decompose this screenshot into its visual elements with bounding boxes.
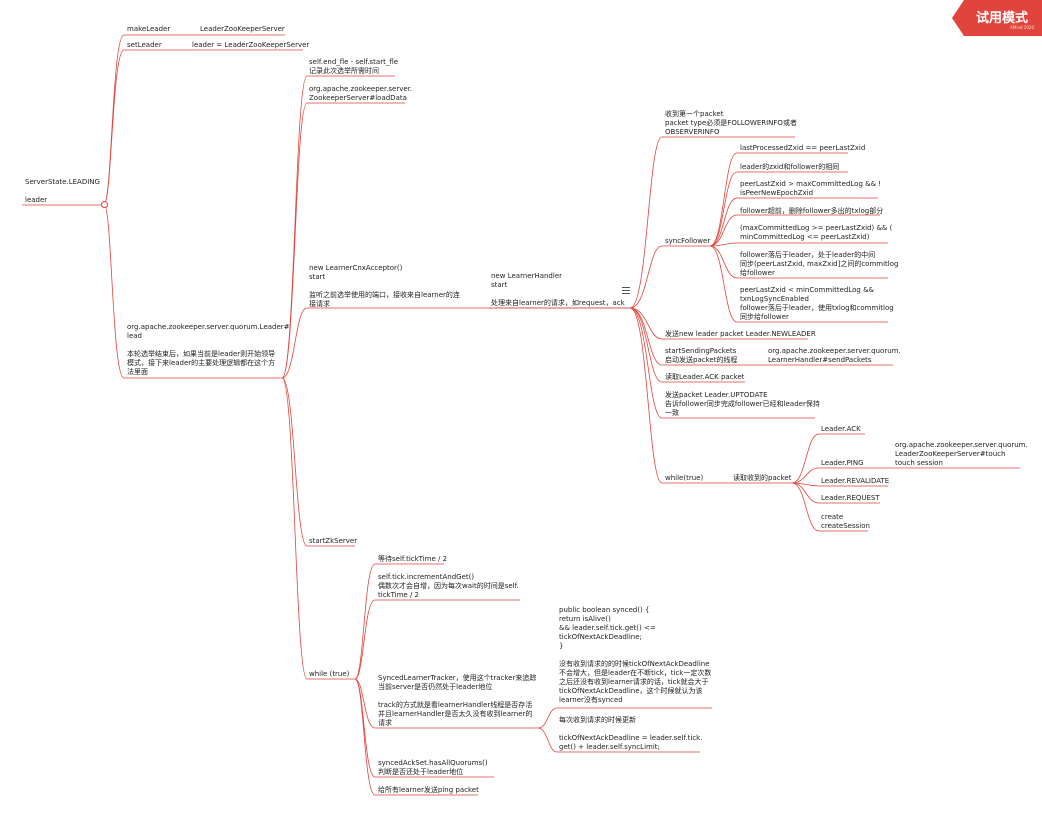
node-startZkServer[interactable]: startZkServer: [309, 537, 358, 545]
link-read-request: [791, 482, 880, 504]
link-lead-endFle: [281, 75, 395, 379]
node-tick-increment[interactable]: self.tick.incrementAndGet() 偶数次才会自增，因为每次…: [378, 573, 519, 599]
link-root-makeLeader: [103, 34, 195, 205]
node-sync-equal[interactable]: lastProcessedZxid == peerLastZxid: [740, 144, 866, 152]
node-wait-tick[interactable]: 等待self.tickTime / 2: [378, 555, 448, 563]
node-setLeader[interactable]: setLeader: [127, 41, 162, 49]
link-read-revalidate: [791, 482, 888, 487]
link-handler-sync: [629, 245, 710, 309]
node-root[interactable]: ServerState.LEADING leader: [25, 178, 100, 204]
node-start-sending[interactable]: startSendingPackets 启动发送packet的线程: [665, 347, 738, 364]
node-synced-tracker[interactable]: SyncedLearnerTracker，使用这个tracker来追踪 当前se…: [378, 674, 537, 727]
node-learner-acceptor[interactable]: new LearnerCnxAcceptor() start 监听之前选举使用的…: [309, 264, 460, 308]
collapse-toggle[interactable]: [101, 201, 108, 208]
node-lead[interactable]: org.apache.zookeeper.server.quorum.Leade…: [127, 323, 290, 376]
node-end-fle[interactable]: self.end_fle - self.start_fle 记录此次选举所需时间: [309, 58, 399, 75]
node-sync-txlog[interactable]: peerLastZxid < minCommittedLog && txnLog…: [740, 286, 894, 321]
node-read-packet[interactable]: 读取收到的packet: [733, 474, 792, 482]
node-synced-function[interactable]: public boolean synced() { return isAlive…: [559, 606, 712, 704]
link-read-ack: [791, 433, 865, 484]
notes-icon[interactable]: [622, 287, 630, 294]
node-packet-ack[interactable]: Leader.ACK: [821, 425, 861, 433]
node-send-packets[interactable]: org.apache.zookeeper.server.quorum. Lear…: [768, 347, 901, 364]
node-sync-ahead[interactable]: follower超前，删除follower多出的txlog部分: [740, 207, 884, 215]
link-sync-4: [709, 214, 880, 247]
node-send-ping[interactable]: 给所有learner发送ping packet: [378, 786, 479, 794]
link-read-create: [791, 482, 868, 532]
node-has-all-quorums[interactable]: syncedAckSet.hasAllQuorums() 判断是否还处于lead…: [378, 759, 488, 776]
node-packet-revalidate[interactable]: Leader.REVALIDATE: [821, 477, 890, 485]
node-learner-handler[interactable]: new LearnerHandler start 处理来自learner的请求，…: [491, 272, 625, 307]
trial-mode-label: 试用模式: [976, 11, 1029, 26]
node-syncFollower[interactable]: syncFollower: [665, 237, 711, 245]
link-root-lead: [103, 203, 282, 379]
node-sync-same[interactable]: leader的zxid和follower的相同: [740, 163, 840, 171]
link-synced-fn: [537, 707, 712, 729]
node-packet-create[interactable]: create createSession: [821, 513, 870, 530]
link-read-ping: [791, 467, 892, 484]
link-sync-2: [709, 171, 848, 247]
link-sync-6: [709, 245, 888, 279]
node-setLeader-value[interactable]: leader = LeaderZooKeeperServer: [192, 41, 310, 49]
node-new-leader[interactable]: 发送new leader packet Leader.NEWLEADER: [665, 330, 816, 338]
link-lead-while: [281, 377, 355, 680]
link-handler-while2: [629, 307, 730, 484]
node-ack-deadline[interactable]: 每次收到请求的时候更新 tickOfNextAckDeadline = lead…: [559, 716, 703, 751]
link-handler-newLeader: [629, 307, 808, 340]
link-while-synced: [354, 678, 538, 729]
link-lead-startZk: [281, 377, 355, 547]
node-packet-ping-touch[interactable]: org.apache.zookeeper.server.quorum. Lead…: [895, 441, 1028, 467]
node-packet-request[interactable]: Leader.REQUEST: [821, 494, 880, 502]
node-sync-ahead-cond[interactable]: peerLastZxid > maxCommittedLog && ! isPe…: [740, 180, 882, 197]
node-sync-middle[interactable]: follower落后于leader，处于leader的中间 同步(peerLas…: [740, 251, 899, 277]
node-first-packet[interactable]: 收到第一个packet packet type必须是FOLLOWERINFO或者…: [665, 110, 797, 136]
node-packet-ping[interactable]: Leader.PING: [821, 459, 864, 467]
link-synced-deadline: [537, 727, 700, 753]
link-while-tick: [354, 599, 520, 680]
link-handler-readAck: [629, 307, 745, 383]
node-sync-middle-cond[interactable]: (maxCommittedLog >= peerLastZxid) && ( m…: [740, 224, 893, 241]
link-sync-7: [709, 245, 888, 323]
node-uptodate[interactable]: 发送packet Leader.UPTODATE 告诉follower同步完成f…: [665, 391, 820, 417]
node-read-ack[interactable]: 读取Leader.ACK packet: [665, 373, 745, 381]
trial-mode-badge[interactable]: 试用模式 XMind 2020: [952, 0, 1042, 36]
link-lead-loadData: [281, 102, 405, 379]
link-handler-first: [629, 136, 795, 309]
link-sync-3: [709, 197, 878, 247]
link-sync-5: [709, 242, 888, 247]
node-makeLeader-value[interactable]: LeaderZooKeeperServer: [200, 25, 285, 33]
link-lead-acceptor: [281, 307, 486, 379]
node-while-true[interactable]: while (true): [309, 670, 350, 678]
link-root-setLeader: [103, 49, 188, 205]
node-loadData[interactable]: org.apache.zookeeper.server. ZookeeperSe…: [309, 85, 413, 102]
node-while-true-2[interactable]: while(true): [665, 474, 704, 482]
trial-mode-sublabel: XMind 2020: [1010, 25, 1034, 30]
node-makeLeader[interactable]: makeLeader: [127, 25, 171, 33]
